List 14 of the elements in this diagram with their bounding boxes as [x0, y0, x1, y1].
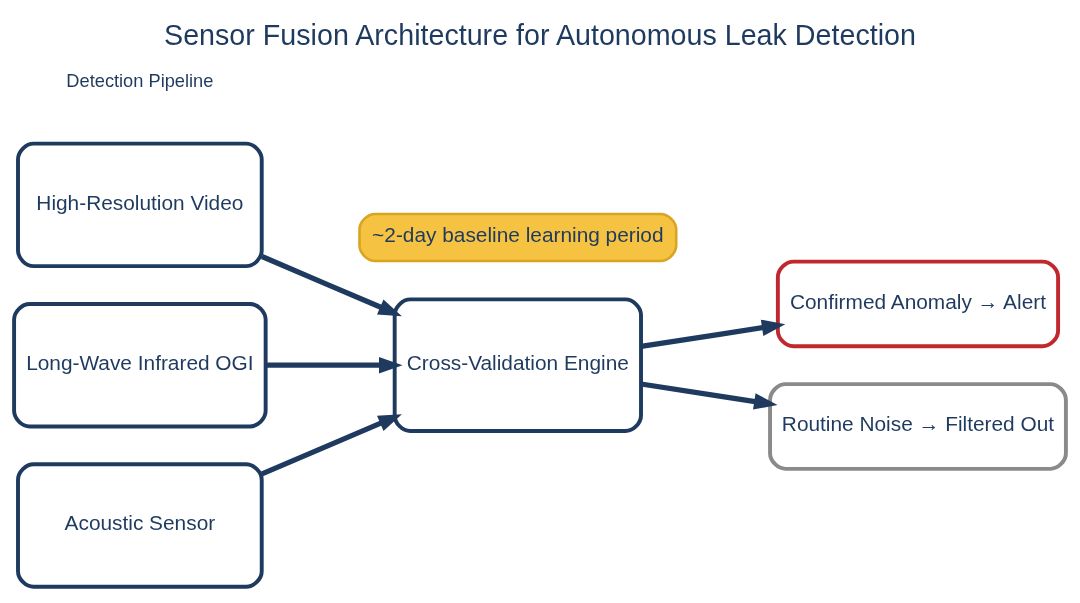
arrow: [260, 253, 402, 316]
node-box: Long-Wave Infrared OGI: [12, 301, 268, 428]
node-box: ~2-day baseline learning period: [358, 212, 678, 262]
arrow: [640, 380, 778, 410]
node-box: Cross-Validation Engine: [392, 296, 643, 433]
label: Detection Pipeline: [66, 69, 214, 91]
node-box: Confirmed Anomaly → Alert: [775, 259, 1061, 348]
node-box: High-Resolution Video: [16, 141, 264, 268]
arrow: [260, 413, 402, 476]
diagram-title: Sensor Fusion Architecture for Autonomous Leak Detection: [164, 18, 916, 51]
arrow: [640, 319, 786, 349]
node-box: Acoustic Sensor: [16, 461, 264, 589]
node-box: Routine Noise → Filtered Out: [768, 381, 1068, 471]
arrow: [266, 356, 403, 373]
